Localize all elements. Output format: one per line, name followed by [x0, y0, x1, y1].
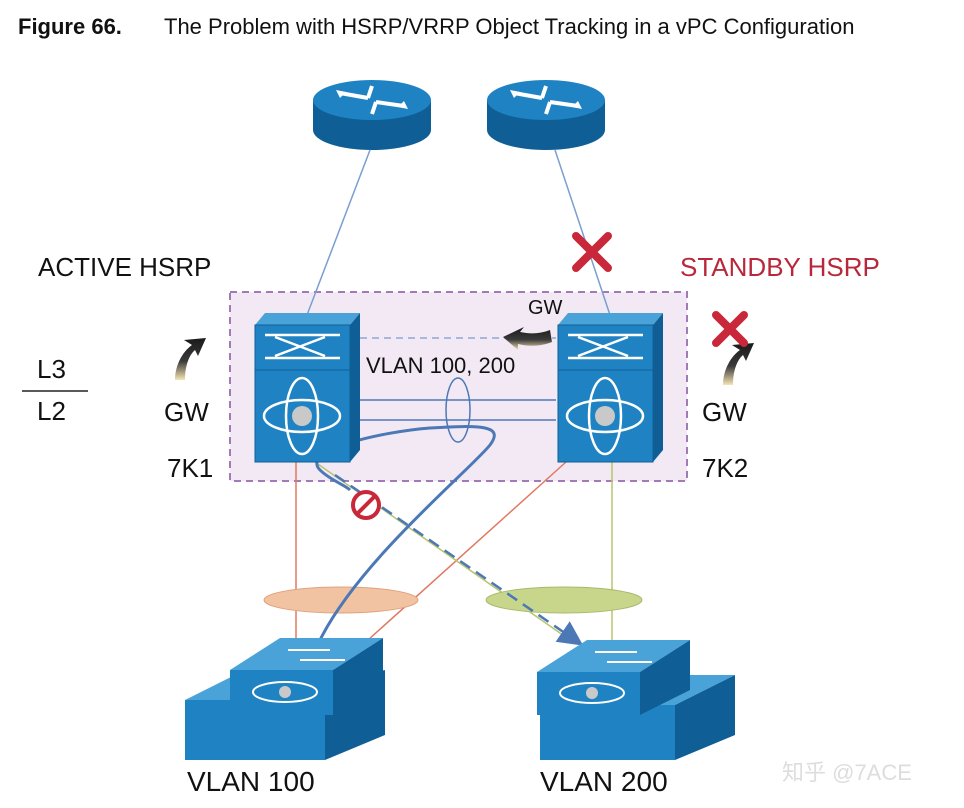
switch-7k2-label: 7K2: [702, 453, 748, 483]
vlan200-label: VLAN 200: [540, 766, 668, 797]
nexus-7000-icon: [254, 313, 360, 463]
router-left: [313, 80, 431, 150]
uplink-right: [554, 149, 611, 316]
figure-number: Figure 66.: [18, 14, 122, 39]
switch-7k1-label: 7K1: [167, 453, 213, 483]
router-icon: [487, 80, 605, 150]
vlan100-label: VLAN 100: [187, 766, 315, 797]
access-switch-vlan200: [537, 640, 735, 760]
portchannel-vlan200: [485, 586, 643, 614]
uplink-left: [306, 149, 371, 316]
router-right: [487, 80, 605, 150]
active-hsrp-label: ACTIVE HSRP: [38, 252, 211, 282]
figure-title: The Problem with HSRP/VRRP Object Tracki…: [164, 14, 854, 39]
l3-label: L3: [37, 354, 66, 384]
gateway-arrow-icon: [175, 338, 206, 380]
gateway-arrow-icon: [503, 327, 552, 350]
standby-hsrp-label: STANDBY HSRP: [680, 252, 880, 282]
gw-right-label: GW: [702, 397, 747, 427]
access-switch-vlan100: [185, 638, 385, 760]
vlan-link-label: VLAN 100, 200: [366, 353, 515, 378]
router-icon: [313, 80, 431, 150]
downlink-7k2-vlan100: [367, 461, 567, 641]
gw-left-label: GW: [164, 397, 209, 427]
gateway-arrow-icon: [723, 343, 754, 385]
nexus-switch-7k1: [254, 313, 360, 463]
access-switch-icon: [537, 640, 735, 760]
gw-peer-label: GW: [528, 297, 563, 319]
nexus-switch-7k2: [557, 313, 663, 463]
watermark: 知乎 @7ACE: [782, 760, 912, 785]
peer-link-portchannel: [445, 377, 471, 443]
traffic-path-loop: [315, 425, 496, 641]
portchannel-vlan100: [263, 586, 419, 614]
nexus-7000-icon: [557, 313, 663, 463]
failure-x-icon: [712, 311, 748, 347]
blocked-icon: [351, 490, 381, 520]
failure-x-icon: [572, 232, 612, 272]
access-switch-icon: [185, 638, 385, 760]
l2-label: L2: [37, 396, 66, 426]
